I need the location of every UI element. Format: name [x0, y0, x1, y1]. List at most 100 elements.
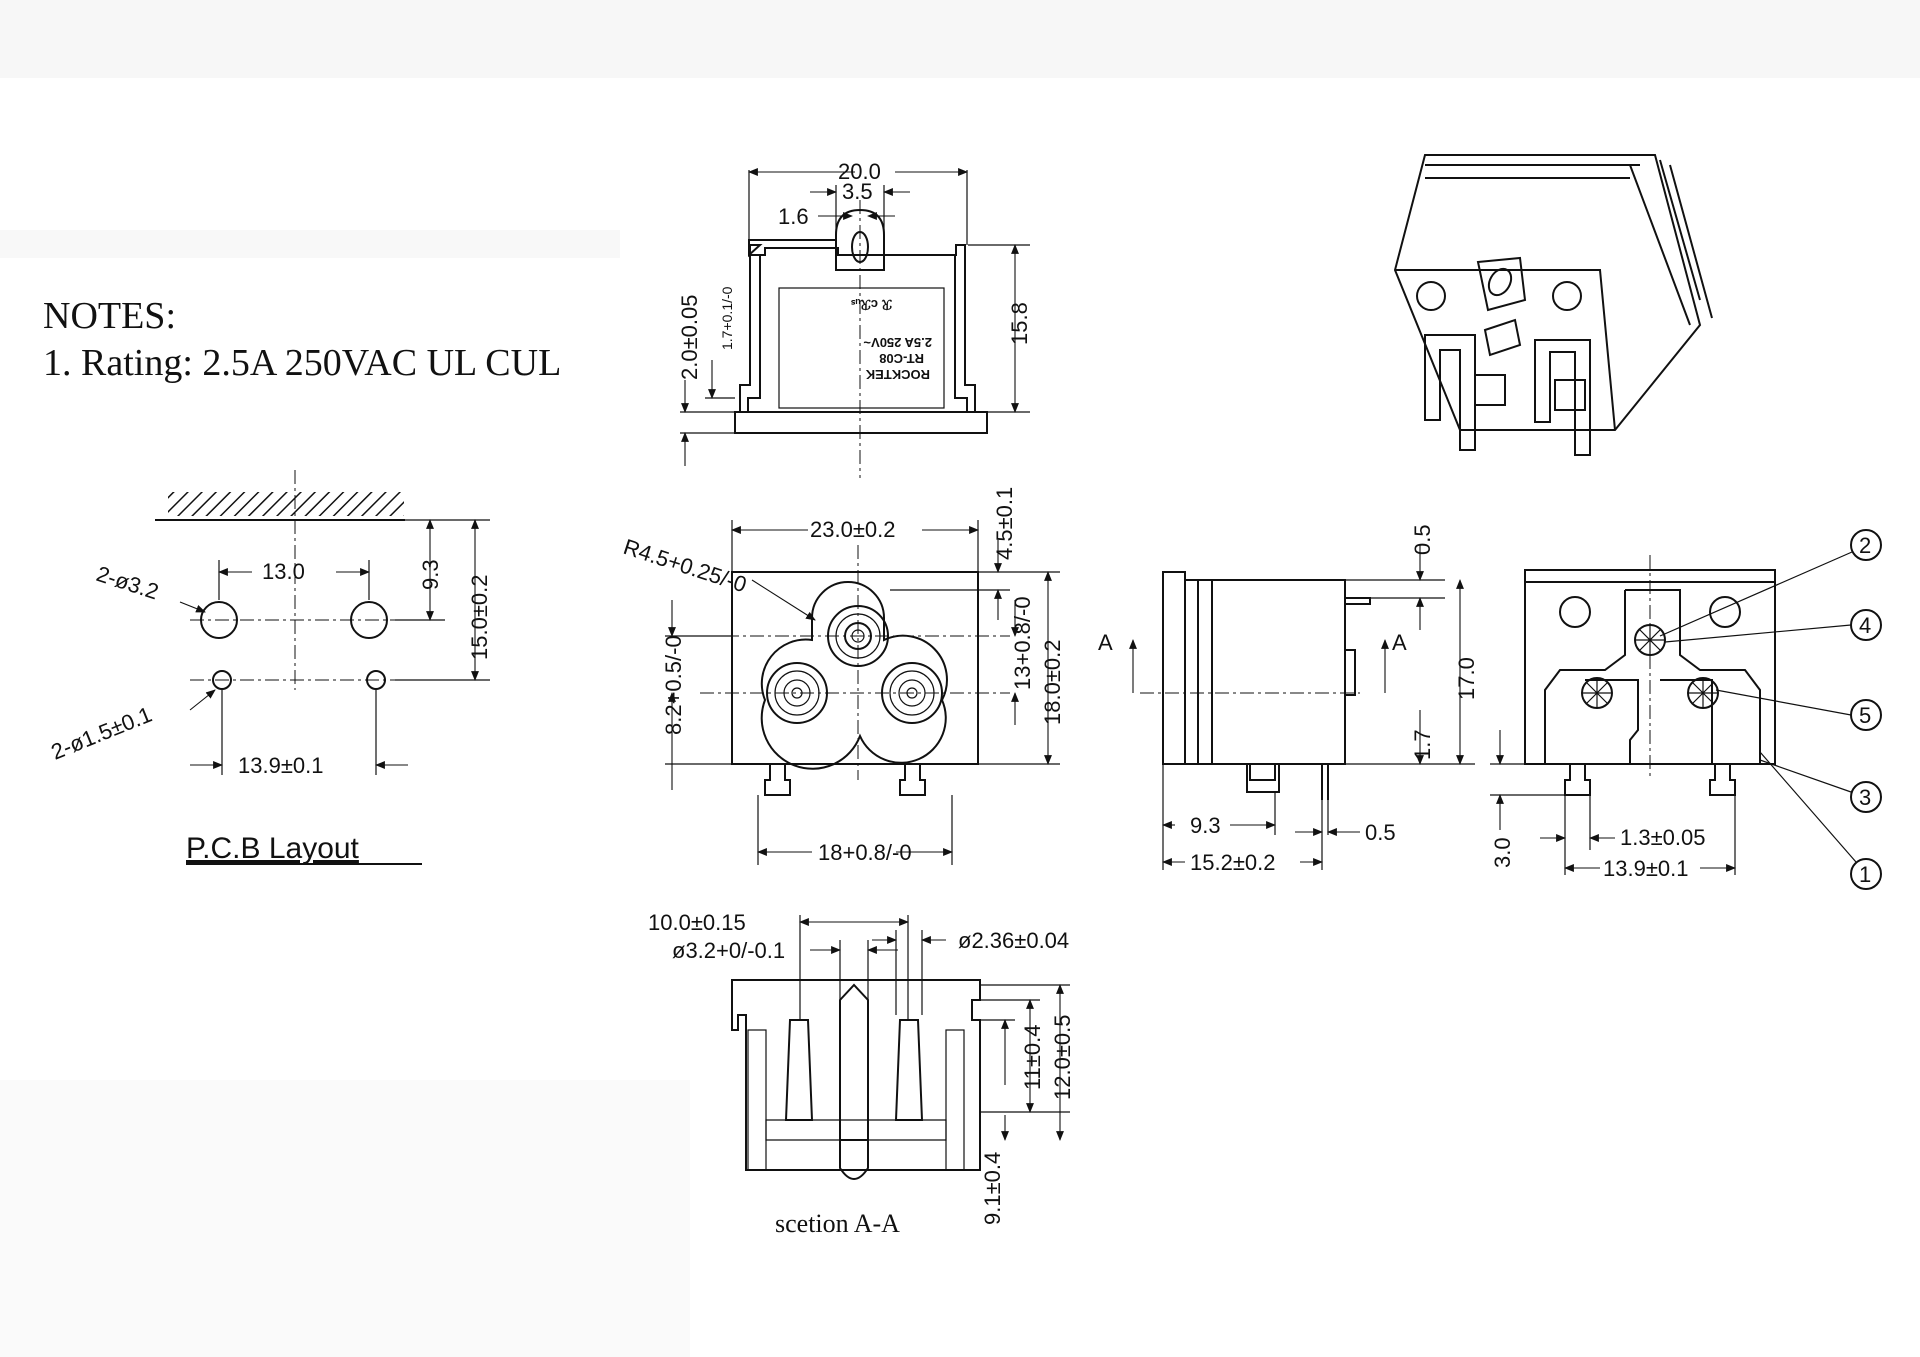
rear-hole-left [1559, 596, 1591, 628]
pcb-dim-hole-spacing: 13.0 [262, 559, 305, 584]
top-view-label-area [778, 287, 945, 409]
top-view-body [739, 239, 976, 413]
section-center-pin [839, 983, 869, 1141]
side-dim-top-gap: 0.5 [1410, 524, 1435, 555]
section-wall-left [747, 1029, 767, 1171]
top-view-marking-line1: ROCKTEK [865, 367, 930, 382]
section-dim-bore: ø3.2+0/-0.1 [672, 938, 785, 963]
rear-ground-screw [1634, 624, 1666, 656]
section-a-a-view: 10.0±0.15 ø3.2+0/-0.1 ø2.36±0.04 11±0.4 … [648, 910, 1075, 1238]
top-view-marking: ROCKTEK RT-C08 2.5A 250V~ ℛ ᴄℛᵤₛ [851, 297, 932, 382]
section-base [765, 1119, 947, 1141]
section-contact-right [894, 1019, 924, 1121]
section-dim-pin-dia: ø2.36±0.04 [958, 928, 1069, 953]
iso-center-bridge [1483, 318, 1522, 357]
pcb-layout-title: P.C.B Layout [186, 832, 360, 865]
pcb-dim-offset-long: 15.0±0.2 [467, 575, 492, 660]
section-dim-depth-b: 12.0±0.5 [1050, 1015, 1075, 1100]
pcb-dim-hole-small: 2-ø1.5±0.1 [48, 702, 156, 765]
pcb-hole-large-left [200, 601, 238, 639]
side-flange [1162, 571, 1186, 765]
pcb-dim-small-spacing: 13.9±0.1 [238, 753, 323, 778]
side-dim-flange-depth: 9.3 [1190, 813, 1221, 838]
top-dim-lip: 1.7+0.1/-0 [719, 286, 735, 350]
rear-dim-pin-len: 3.0 [1490, 837, 1515, 868]
section-dim-depth-c: 9.1±0.4 [980, 1152, 1005, 1225]
isometric-view [1393, 154, 1713, 456]
rear-screw-right [1687, 677, 1719, 709]
svg-text:1: 1 [1859, 862, 1871, 887]
notes-rating: 1. Rating: 2.5A 250VAC UL CUL [43, 342, 561, 384]
top-view-marking-line3: 2.5A 250V~ [863, 335, 932, 350]
section-outline [731, 979, 981, 1171]
rear-callout-5: 5 [1715, 689, 1882, 731]
iso-hole-right [1552, 281, 1582, 311]
top-view-flange [734, 411, 988, 434]
notes-heading: NOTES: [43, 295, 176, 337]
rear-view: 3.0 1.3±0.05 13.9±0.1 2 4 5 3 [1490, 529, 1882, 890]
top-dim-width: 20.0 [838, 159, 881, 184]
side-dim-depth: 15.2±0.2 [1190, 850, 1275, 875]
front-dim-pin-spacing: 18+0.8/-0 [818, 840, 912, 865]
svg-text:5: 5 [1859, 703, 1871, 728]
front-dim-pin-offset: 13+0.8/-0 [1010, 596, 1035, 690]
pcb-hole-small-left [212, 670, 232, 690]
side-dim-pin-height: 1.7 [1410, 729, 1435, 760]
svg-text:4: 4 [1859, 613, 1871, 638]
iso-terminal-left [1424, 334, 1476, 451]
rear-dim-pin-width: 1.3±0.05 [1620, 825, 1705, 850]
rear-callout-2: 2 [1659, 529, 1882, 637]
side-section-marker-left: A [1098, 630, 1113, 655]
top-dim-flange: 2.0±0.05 [677, 295, 702, 380]
top-dim-height: 15.8 [1007, 302, 1032, 345]
top-view-ul-mark: ℛ ᴄℛᵤₛ [851, 297, 892, 312]
iso-ground-screw [1476, 256, 1527, 312]
pcb-hole-small-right [366, 670, 386, 690]
section-wall-right [945, 1029, 965, 1171]
scan-band-bottom [0, 1080, 690, 1357]
rear-hole-right [1709, 596, 1741, 628]
top-dim-tab: 3.5 [842, 179, 873, 204]
svg-text:3: 3 [1859, 785, 1871, 810]
section-dim-depth-a: 11±0.4 [1020, 1025, 1045, 1091]
rear-callout-4: 4 [1664, 609, 1882, 643]
pcb-mount-surface [168, 492, 404, 516]
side-dim-height: 17.0 [1454, 657, 1479, 700]
front-view: 23.0±0.2 R4.5+0.25/-0 4.5±0.1 8.2+0.5/-0… [620, 487, 1065, 865]
rear-pin-left [1564, 764, 1591, 796]
section-contact-left [784, 1019, 814, 1121]
pcb-hole-large-right [350, 601, 388, 639]
pcb-dim-offset-short: 9.3 [418, 559, 443, 590]
scan-band-left [0, 230, 620, 258]
iso-terminal-slot-right [1554, 379, 1586, 411]
notes-block: NOTES: 1. Rating: 2.5A 250VAC UL CUL [43, 295, 561, 384]
rear-callout-3: 3 [1759, 759, 1882, 813]
side-body [1184, 579, 1346, 765]
iso-terminal-right [1534, 339, 1591, 456]
side-ground-tab [1345, 597, 1371, 605]
rear-pin-right [1709, 764, 1736, 796]
section-dim-spacing: 10.0±0.15 [648, 910, 746, 935]
front-dim-left-offset: 8.2+0.5/-0 [661, 635, 686, 735]
section-caption: scetion A-A [775, 1209, 900, 1238]
front-pin-right [899, 764, 926, 796]
iso-terminal-slot-left [1474, 374, 1506, 406]
side-dim-pin-thick: 0.5 [1365, 820, 1396, 845]
front-dim-width: 23.0±0.2 [810, 517, 895, 542]
front-body [731, 571, 979, 765]
side-latch [1344, 649, 1356, 696]
rear-screw-left [1581, 677, 1613, 709]
front-dim-height: 18.0±0.2 [1040, 640, 1065, 725]
top-view-marking-line2: RT-C08 [879, 351, 924, 366]
pcb-dim-hole-large: 2-ø3.2 [93, 561, 161, 604]
pcb-layout-view: 13.0 2-ø3.2 2-ø1.5±0.1 13.9±0.1 9.3 15.0… [48, 470, 492, 865]
top-view: ROCKTEK RT-C08 2.5A 250V~ ℛ ᴄℛᵤₛ 20.0 3.… [677, 159, 1032, 478]
side-pin-front [1249, 764, 1276, 781]
front-c5-outline [760, 581, 948, 770]
rear-dim-pin-spacing: 13.9±0.1 [1603, 856, 1688, 881]
front-pin-left [764, 764, 791, 796]
front-dim-radius: R4.5+0.25/-0 [620, 534, 749, 597]
iso-hole-left [1416, 281, 1446, 311]
front-dim-top-offset: 4.5±0.1 [992, 487, 1017, 560]
